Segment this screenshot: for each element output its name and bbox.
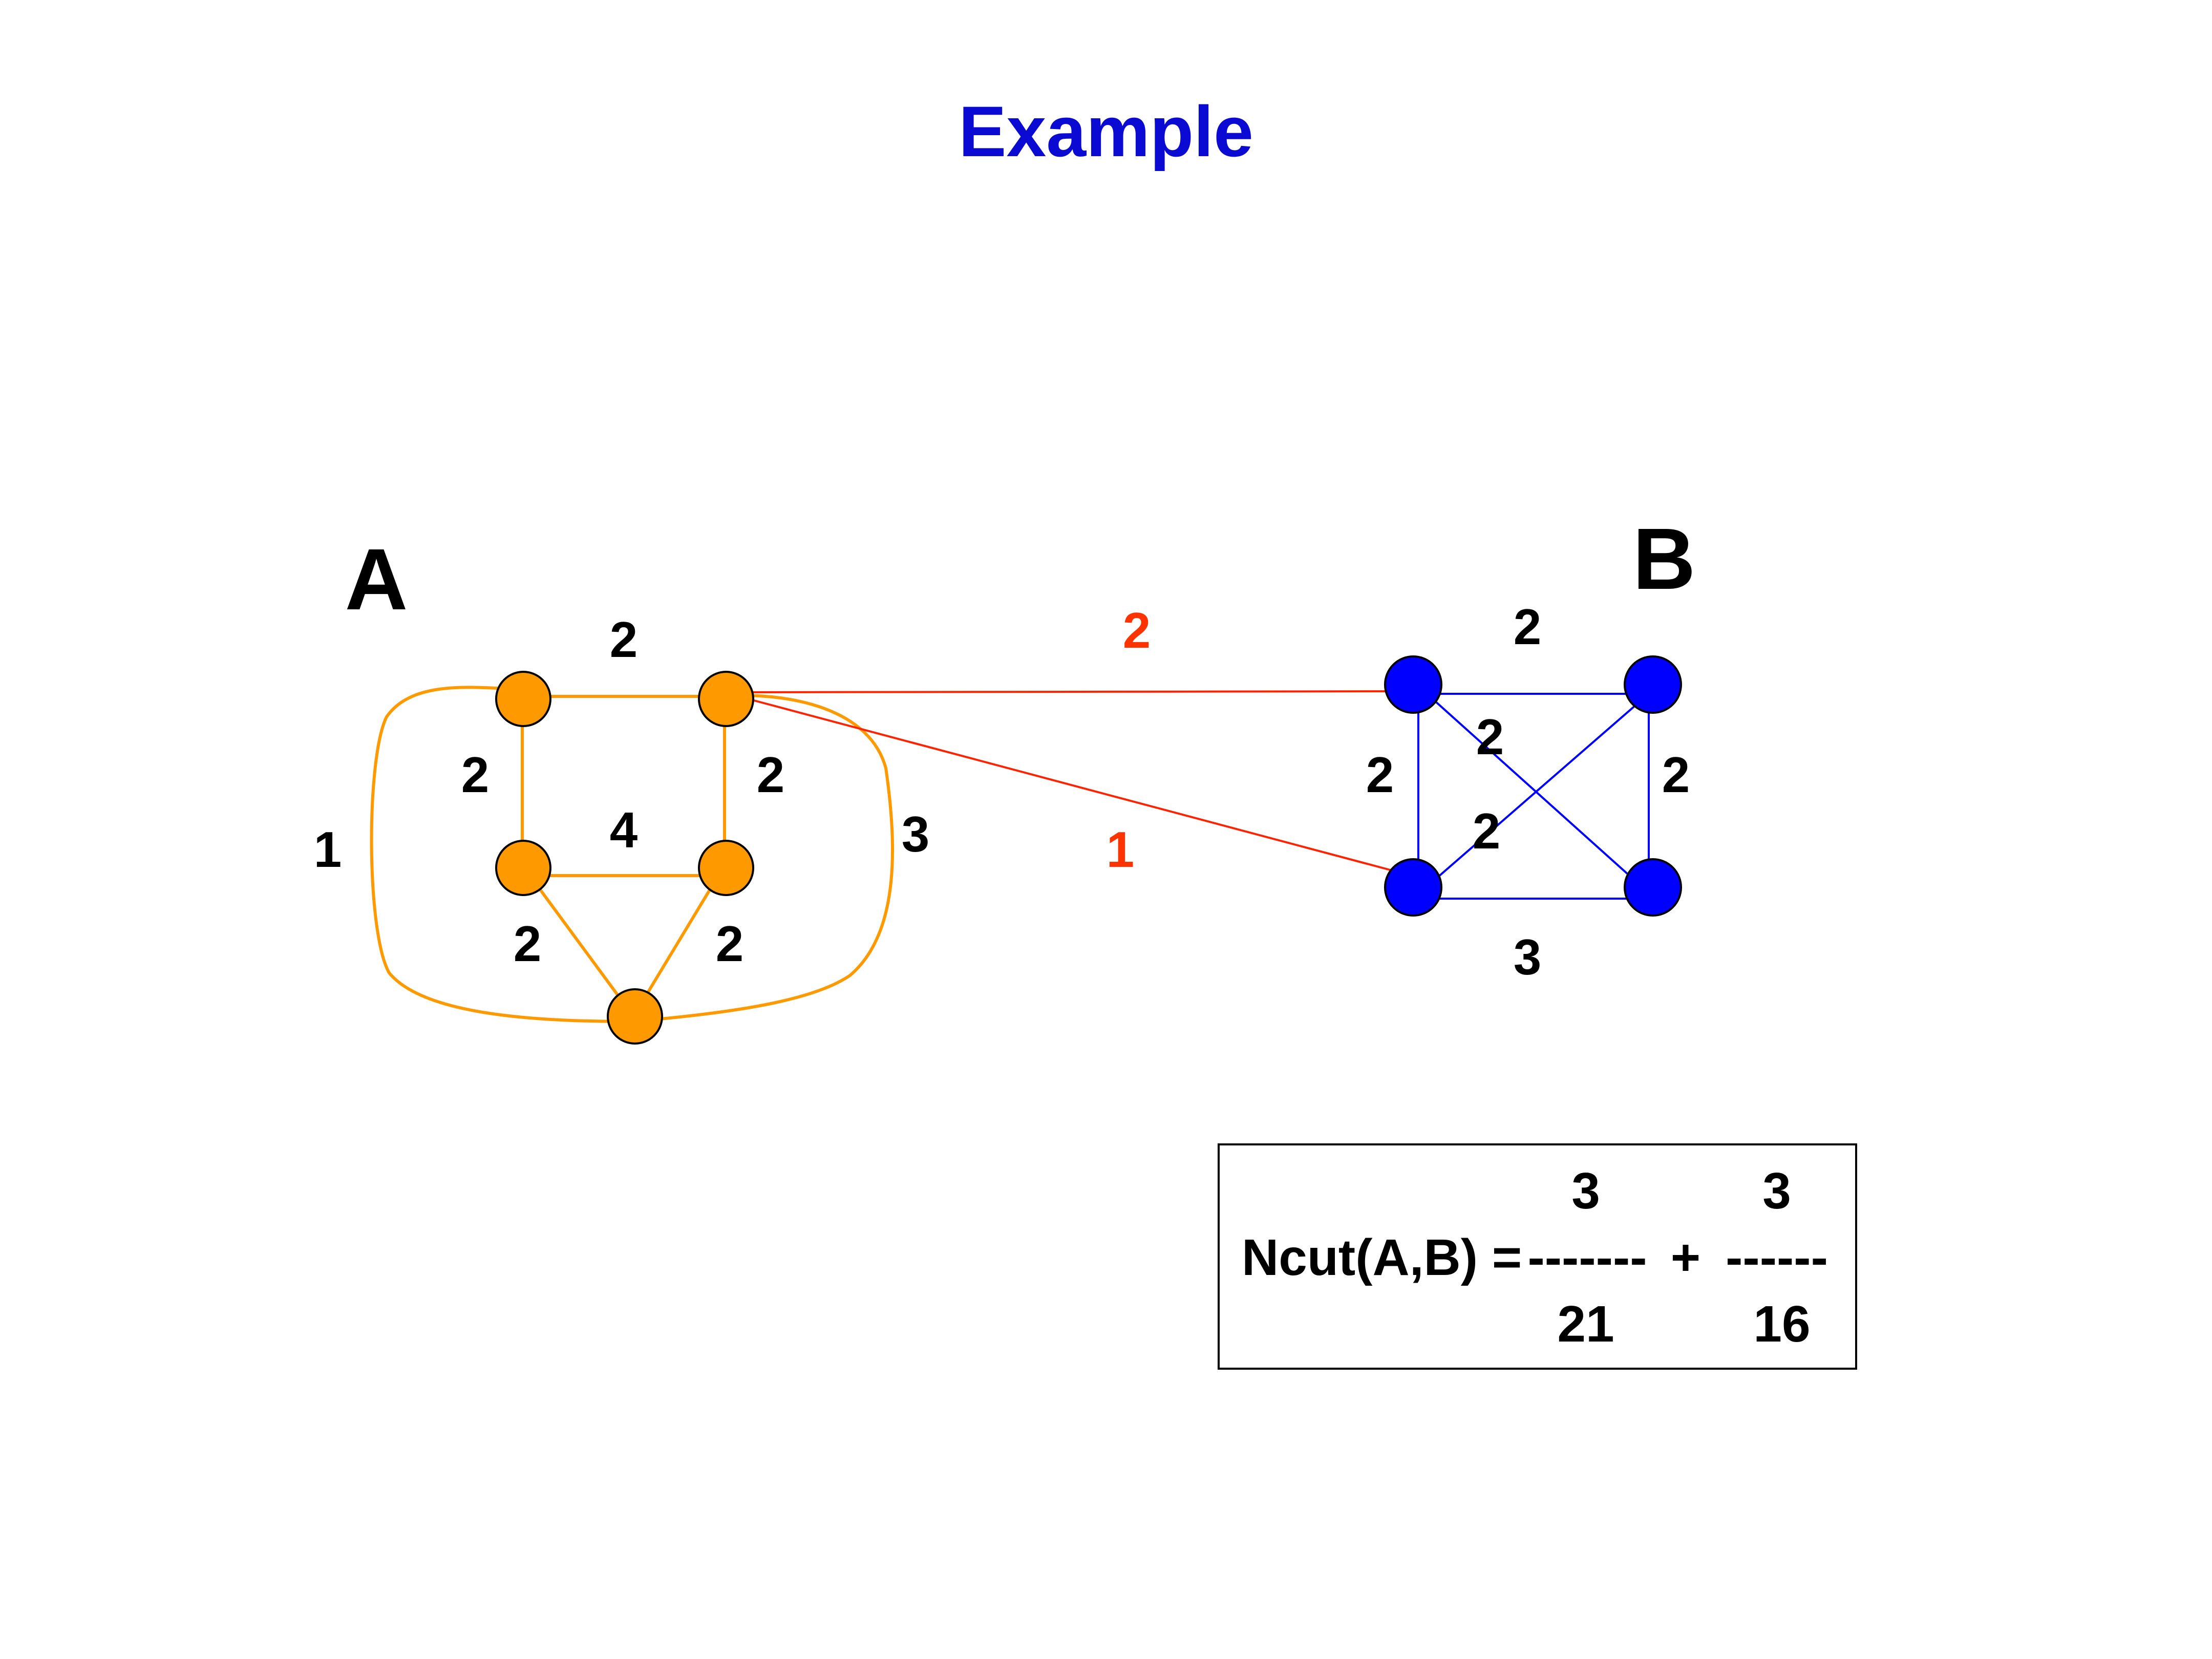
weight-a-lower-left: 2 — [514, 916, 542, 972]
set-b-edges — [1417, 685, 1656, 900]
edge-b-diag-up — [1433, 693, 1650, 882]
weight-b-left: 2 — [1366, 747, 1394, 803]
weight-a-top: 2 — [610, 611, 638, 668]
node-a-top-left — [495, 671, 551, 727]
set-a-weights: 2 2 2 4 2 2 1 3 — [314, 611, 930, 972]
set-b-weights: 2 2 2 2 2 3 — [1366, 599, 1690, 985]
weight-a-outer-right: 3 — [902, 806, 930, 862]
weight-b-right: 2 — [1662, 747, 1690, 803]
weight-b-top: 2 — [1514, 599, 1542, 655]
edge-a-outer-right — [633, 693, 895, 1023]
formula-border — [1218, 1143, 1857, 1370]
formula-lhs: Ncut(A,B) = — [1242, 1229, 1522, 1286]
set-b-nodes — [1384, 655, 1682, 917]
formula-fraction-bar-2: ------ — [1726, 1229, 1828, 1286]
weight-a-right: 2 — [757, 747, 785, 803]
edge-b-diag-down — [1417, 685, 1645, 889]
formula-denominator-2: 16 — [1753, 1295, 1810, 1353]
formula-numerator-1: 3 — [1571, 1162, 1600, 1220]
node-a-top-right — [698, 671, 754, 727]
weight-b-diag-upper: 2 — [1476, 709, 1504, 765]
formula-box: 3 3 Ncut(A,B) = ------- + ------ 21 16 — [1218, 1143, 1857, 1370]
node-b-top-right — [1624, 655, 1682, 714]
set-a-nodes — [495, 671, 754, 1045]
formula-denominator-1: 21 — [1557, 1295, 1614, 1353]
node-a-mid-left — [495, 840, 551, 896]
weight-b-bottom: 3 — [1514, 929, 1542, 985]
weight-a-lower-right: 2 — [716, 916, 744, 972]
weight-a-middle: 4 — [610, 802, 638, 858]
set-a-label: A — [345, 531, 408, 628]
cut-weights: 2 1 — [1107, 602, 1151, 878]
weight-cut-bottom: 1 — [1107, 821, 1135, 878]
formula-plus: + — [1671, 1229, 1700, 1286]
node-a-bottom — [607, 988, 663, 1045]
node-b-bottom-right — [1624, 858, 1682, 917]
set-b-label: B — [1633, 511, 1696, 608]
slide-title: Example — [959, 91, 1253, 172]
node-a-mid-right — [698, 840, 754, 896]
formula-numerator-2: 3 — [1762, 1162, 1791, 1220]
edge-a-outer-left — [370, 686, 634, 1023]
node-b-bottom-left — [1384, 858, 1442, 917]
node-b-top-left — [1384, 655, 1442, 714]
weight-b-diag-lower: 2 — [1473, 803, 1501, 859]
weight-a-left: 2 — [461, 747, 490, 803]
cut-edges — [734, 690, 1421, 879]
weight-cut-top: 2 — [1123, 602, 1151, 658]
cut-edge-bottom — [734, 694, 1421, 879]
weight-a-outer-left: 1 — [314, 821, 342, 878]
formula-fraction-bar-1: ------- — [1527, 1229, 1647, 1286]
cut-edge-top — [734, 690, 1419, 693]
edge-a-lower-left — [521, 864, 635, 1017]
